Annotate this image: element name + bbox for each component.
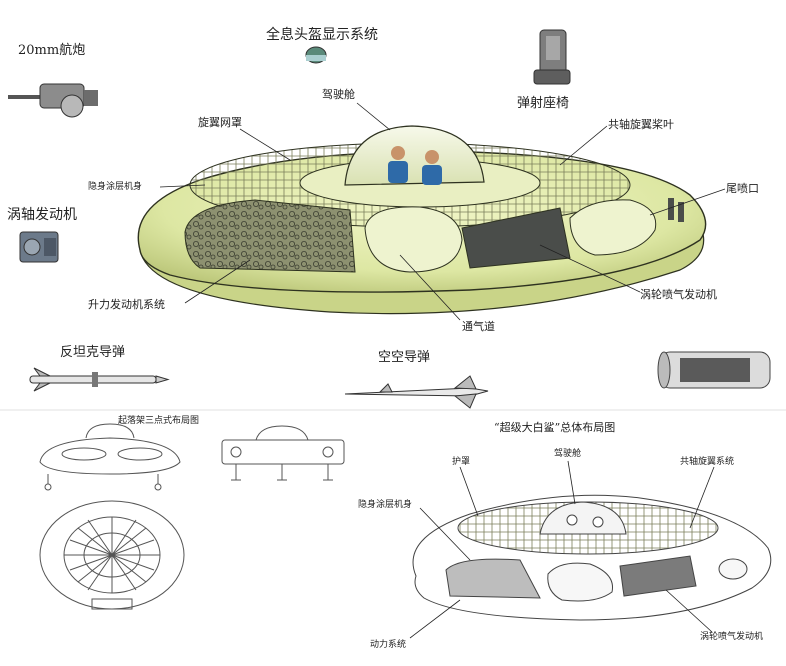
overall-layout-drawing xyxy=(412,494,772,621)
air-duct-window xyxy=(364,206,463,273)
label-coaxial-rotor-blade: 共轴旋翼桨叶 xyxy=(608,118,674,131)
label-coaxial-rotor-system: 共轴旋翼系统 xyxy=(680,457,735,467)
cannon-illustration xyxy=(8,83,98,118)
pilot-figures xyxy=(388,146,442,185)
label-air-to-air-missile: 空空导弹 xyxy=(378,350,431,365)
label-turboshaft: 涡轴发动机 xyxy=(7,207,77,223)
label-turbojet-bottom: 涡轮喷气发动机 xyxy=(700,632,764,642)
cockpit-dome xyxy=(344,125,485,186)
label-turbojet: 涡轮喷气发动机 xyxy=(640,288,717,301)
label-antitank-missile: 反坦克导弹 xyxy=(60,345,126,360)
label-stealth-body: 隐身涂层机身 xyxy=(88,182,143,192)
label-power-system: 动力系统 xyxy=(370,640,407,650)
label-cockpit-bottom: 驾驶舱 xyxy=(554,449,582,459)
label-cannon: 20mm航炮 xyxy=(18,43,86,58)
label-rotor-cover: 旋翼网罩 xyxy=(198,116,242,129)
main-saucer xyxy=(137,125,707,315)
landing-gear-front-view xyxy=(221,425,345,481)
engine-cutaway-illustration xyxy=(657,351,771,389)
label-helmet-display: 全息头盔显示系统 xyxy=(266,27,378,43)
fan-plan-view xyxy=(39,500,185,610)
bottom-leader-lines xyxy=(409,460,715,639)
title-overall-layout: “超级大白鲨”总体布局图 xyxy=(494,421,616,434)
air-to-air-missile-illustration xyxy=(344,375,489,409)
lift-engine-cutaway xyxy=(184,199,356,273)
label-cover: 护罩 xyxy=(452,457,471,467)
label-stealth-body-bottom: 隐身涂层机身 xyxy=(358,500,413,510)
tail-vents xyxy=(668,198,684,222)
label-ejection-seat: 弹射座椅 xyxy=(517,96,570,111)
turboshaft-illustration xyxy=(19,231,59,263)
label-lift-engine: 升力发动机系统 xyxy=(88,298,165,311)
top-leader-lines xyxy=(159,102,726,321)
antitank-missile-illustration xyxy=(29,367,170,392)
title-landing-gear-layout: 起落架三点式布局图 xyxy=(118,416,200,426)
helmet-illustration xyxy=(305,46,327,64)
tail-nozzle-window xyxy=(569,199,657,256)
turbojet-engine xyxy=(461,207,571,269)
label-air-duct: 通气道 xyxy=(462,320,495,333)
label-tail-nozzle: 尾喷口 xyxy=(726,182,759,195)
label-cockpit: 驾驶舱 xyxy=(322,88,355,101)
ejection-seat-illustration xyxy=(533,29,571,85)
landing-gear-side-view xyxy=(39,423,181,491)
